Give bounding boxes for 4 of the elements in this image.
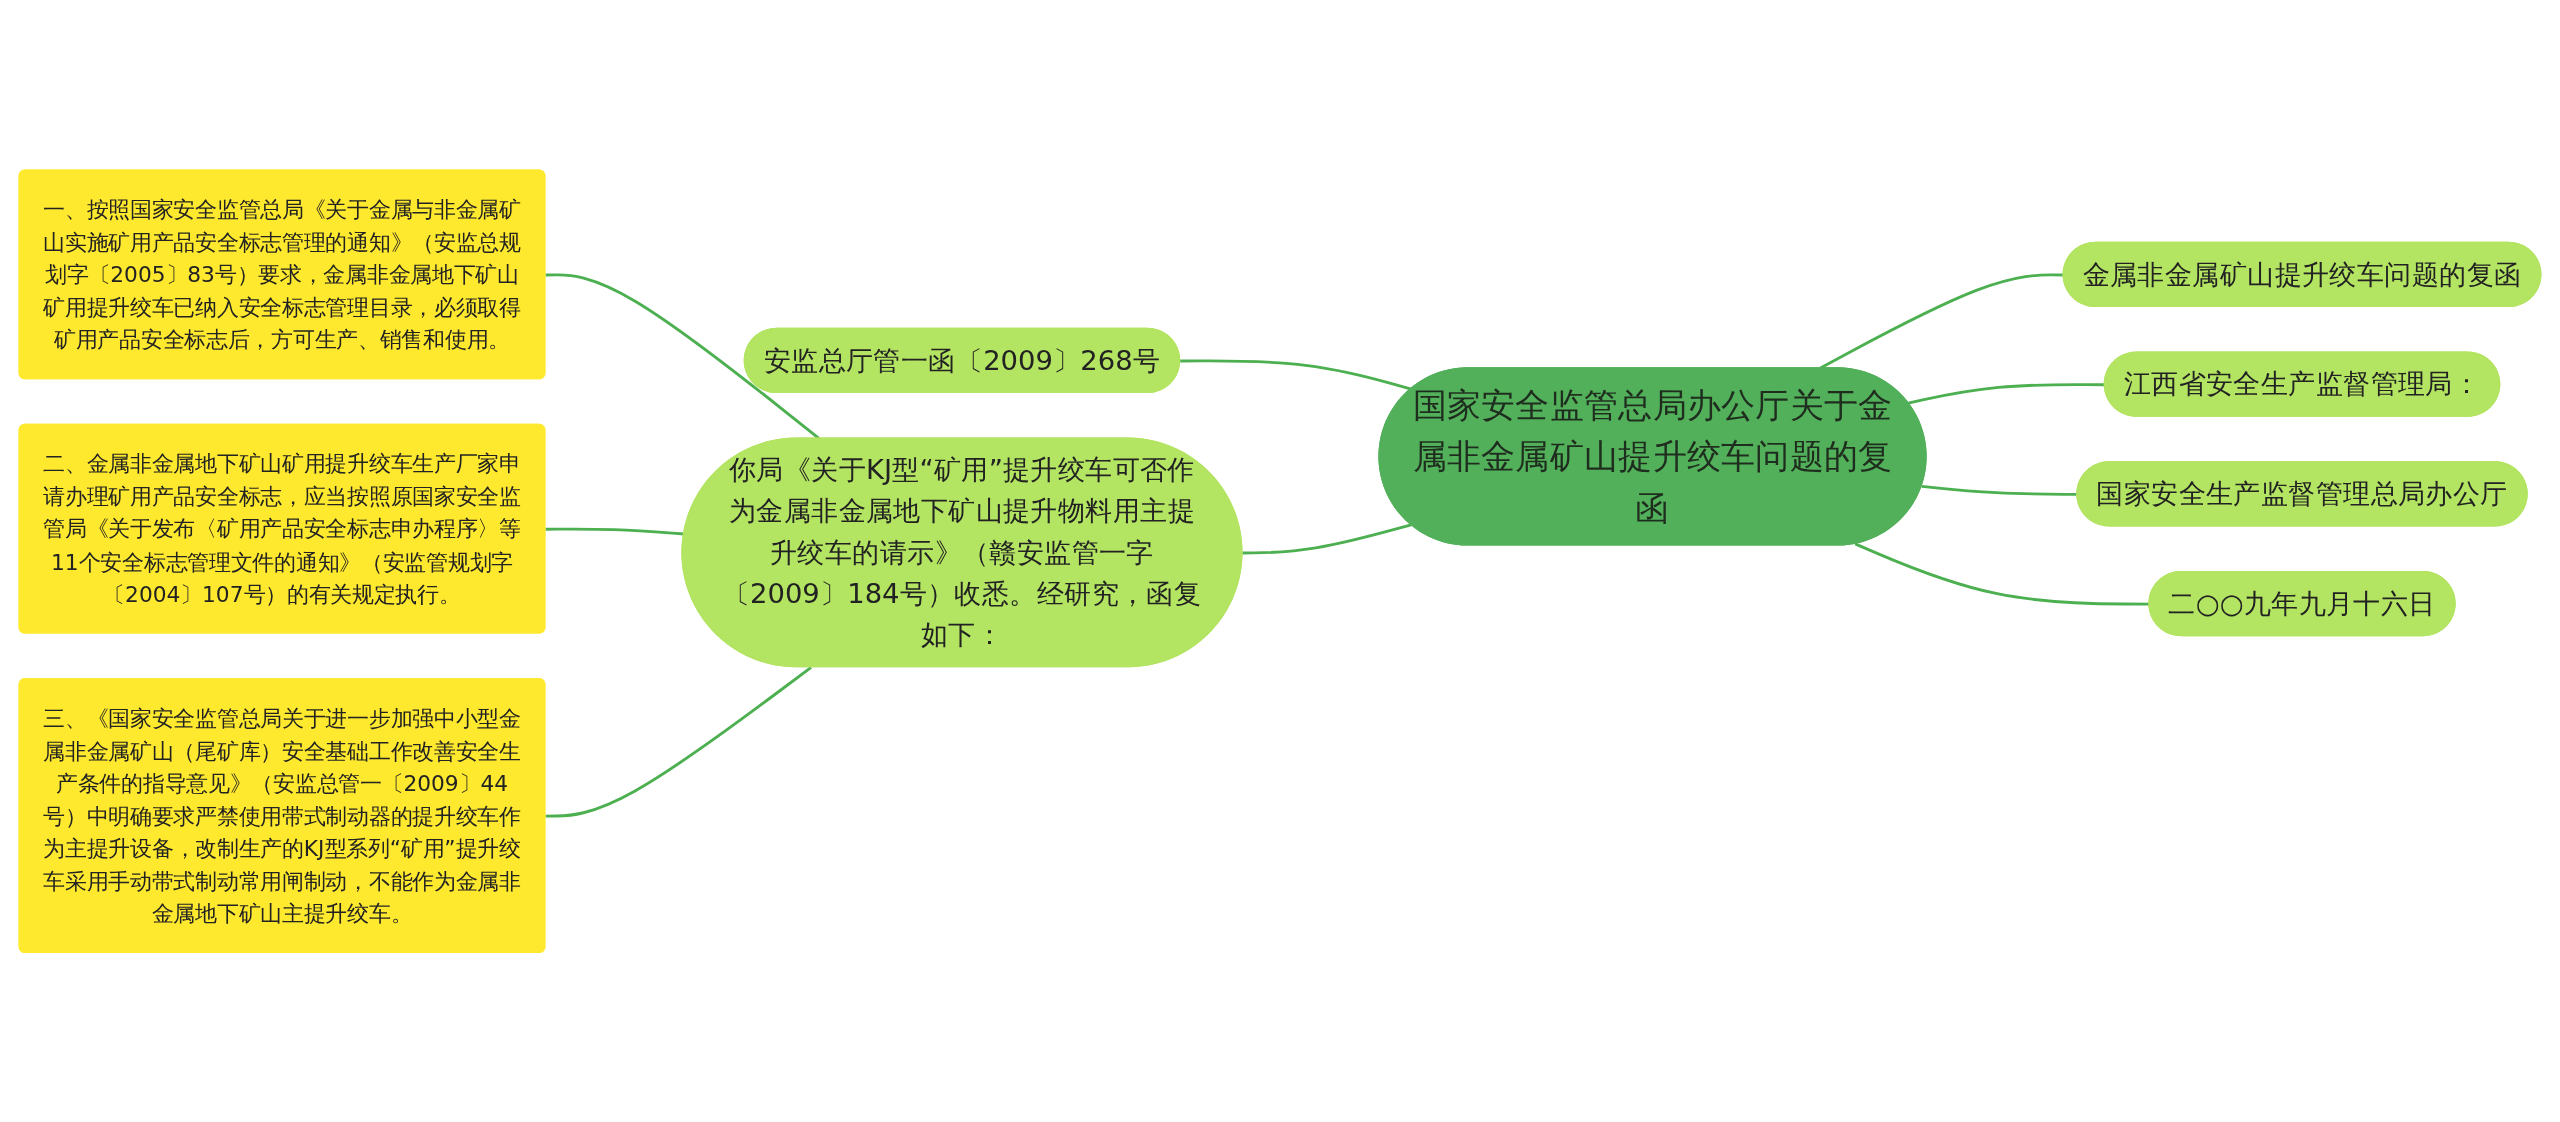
connector [1908,382,2105,405]
connector [1242,523,1412,555]
connector [545,665,812,818]
connector [1180,359,1412,391]
